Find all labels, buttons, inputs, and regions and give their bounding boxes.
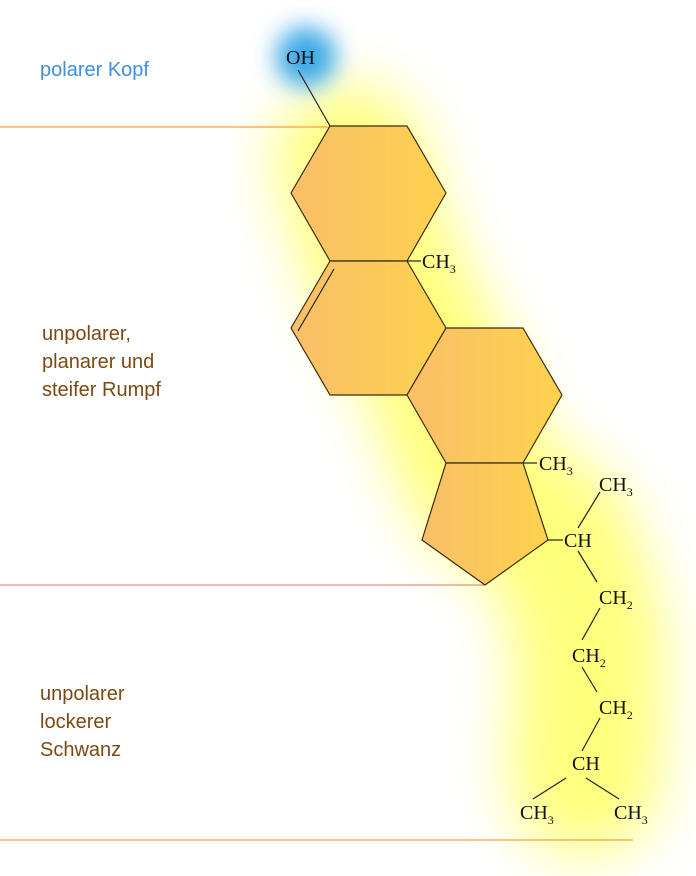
label-line: unpolarer	[40, 683, 125, 705]
ch-c20: CH	[564, 530, 592, 552]
methyl-c21: CH3	[599, 474, 633, 499]
label-line: planarer und	[42, 351, 155, 373]
double-bond	[297, 268, 335, 332]
bond-oh	[297, 69, 331, 127]
ring-d	[421, 462, 549, 586]
ch-c25: CH	[572, 753, 600, 775]
ch2-c22: CH2	[599, 587, 633, 612]
label-line: steifer Rumpf	[42, 379, 161, 401]
label-polar-head: polarer Kopf	[40, 59, 149, 81]
methyl-c26: CH3	[520, 802, 554, 827]
label-line: lockerer	[40, 711, 112, 733]
oh-group: OH	[286, 47, 315, 69]
polar-head-glow	[276, 27, 336, 87]
label-line: Schwanz	[40, 739, 122, 761]
ch2-c23: CH2	[572, 645, 606, 670]
label-line: unpolarer,	[42, 323, 131, 345]
ch2-c24: CH2	[599, 697, 633, 722]
methyl-c27: CH3	[614, 802, 648, 827]
methyl-c13: CH3	[539, 453, 573, 478]
methyl-c10: CH3	[422, 251, 456, 276]
label-flexible-tail: unpolarer lockerer Schwanz	[40, 680, 125, 764]
label-rigid-body: unpolarer, planarer und steifer Rumpf	[42, 320, 161, 404]
